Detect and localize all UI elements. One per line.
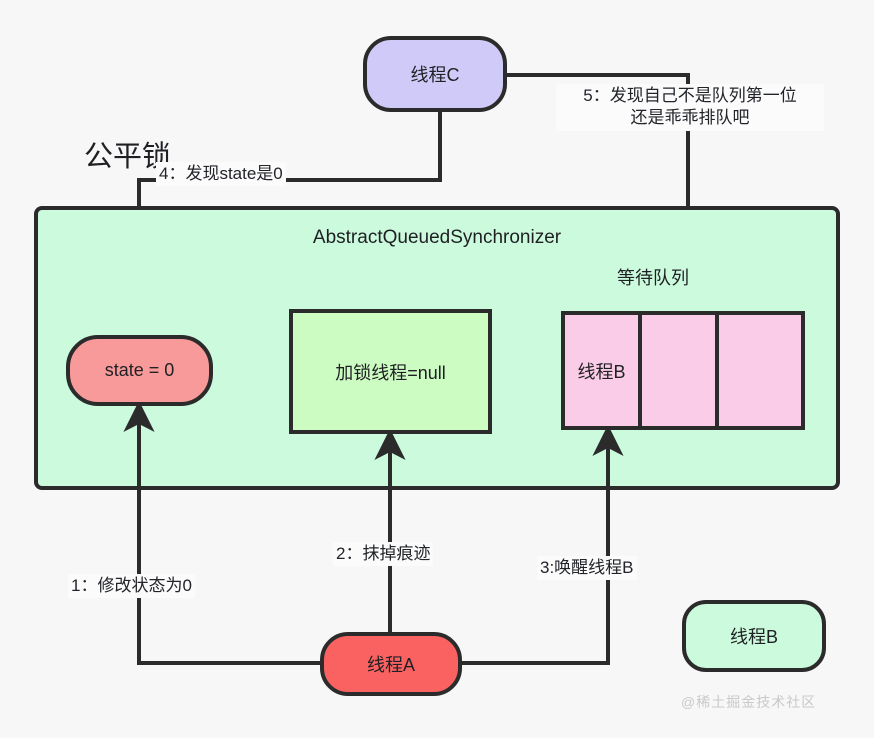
- edge-label-step3: 3:唤醒线程B: [537, 556, 637, 581]
- edge-label-step1: 1：修改状态为0: [68, 574, 195, 599]
- edge-label-step5: 5：发现自己不是队列第一位 还是乖乖排队吧: [556, 84, 824, 131]
- node-thread-c-box[interactable]: [363, 36, 507, 112]
- edge-step1-path: [123, 400, 322, 665]
- node-thread-b-box[interactable]: [682, 600, 826, 672]
- watermark: @稀土掘金技术社区: [681, 694, 817, 710]
- node-lock-owner-box[interactable]: [289, 309, 492, 434]
- edge-label-step2: 2：抹掉痕迹: [333, 542, 434, 567]
- edge-label-step4: 4：发现state是0: [156, 162, 286, 187]
- edge-step3-path: [460, 424, 624, 665]
- node-queue-outer-box: [561, 311, 805, 430]
- node-state-box[interactable]: [66, 335, 213, 406]
- node-thread-a-box[interactable]: [320, 632, 462, 696]
